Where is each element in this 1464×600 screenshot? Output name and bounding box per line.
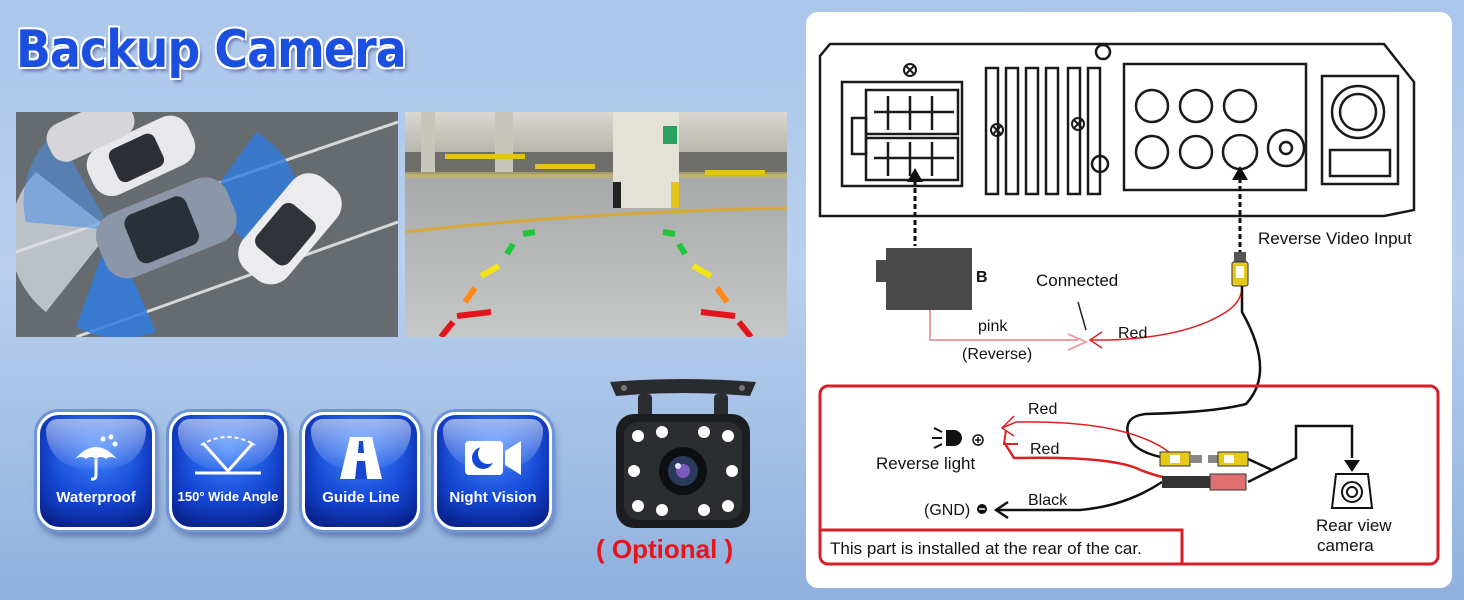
feature-label: Waterproof [56,489,136,506]
feature-waterproof: Waterproof [37,412,155,530]
red-wire-label-1: Red [1028,401,1057,418]
head-unit-rear-panel [818,42,1416,218]
optional-label: ( Optional ) [596,534,734,564]
umbrella-rain-icon [40,433,152,483]
reverse-video-input-label: Reverse Video Input [1258,229,1412,248]
wide-angle-icon [172,433,284,483]
backup-camera-product-image [598,374,768,534]
pink-wire-label: pink [978,318,1008,335]
black-wire-label: Black [1028,492,1068,509]
reverse-light-icon [932,427,984,449]
wiring-diagram-panel: B Reverse Video Input pink (Reverse) Con… [806,12,1452,588]
parking-sensor-photo [16,112,398,337]
guide-line-photo [405,112,787,337]
connected-label: Connected [1036,271,1118,290]
rear-install-note: This part is installed at the rear of th… [830,539,1142,558]
feature-guide-line: Guide Line [302,412,420,530]
rear-view-camera-icon [1330,473,1374,509]
red-wire-label: Red [1118,325,1147,342]
rear-view-camera-label-line1: Rear view [1316,516,1392,535]
feature-label: Guide Line [322,489,400,506]
red-wire-label-2: Red [1030,441,1059,458]
moon-camera-icon [437,433,549,483]
page-title: Backup Camera [16,20,407,80]
reverse-light-label: Reverse light [876,454,975,473]
reverse-wire-label: (Reverse) [962,346,1032,363]
feature-label: Night Vision [449,489,537,506]
feature-night-vision: Night Vision [434,412,552,530]
gnd-label: (GND) [924,502,970,519]
connector-b-label: B [976,269,988,286]
road-icon [305,433,417,483]
feature-wide-angle: 150° Wide Angle [169,412,287,530]
feature-label: 150° Wide Angle [177,489,279,504]
rear-view-camera-label-line2: camera [1317,536,1374,555]
